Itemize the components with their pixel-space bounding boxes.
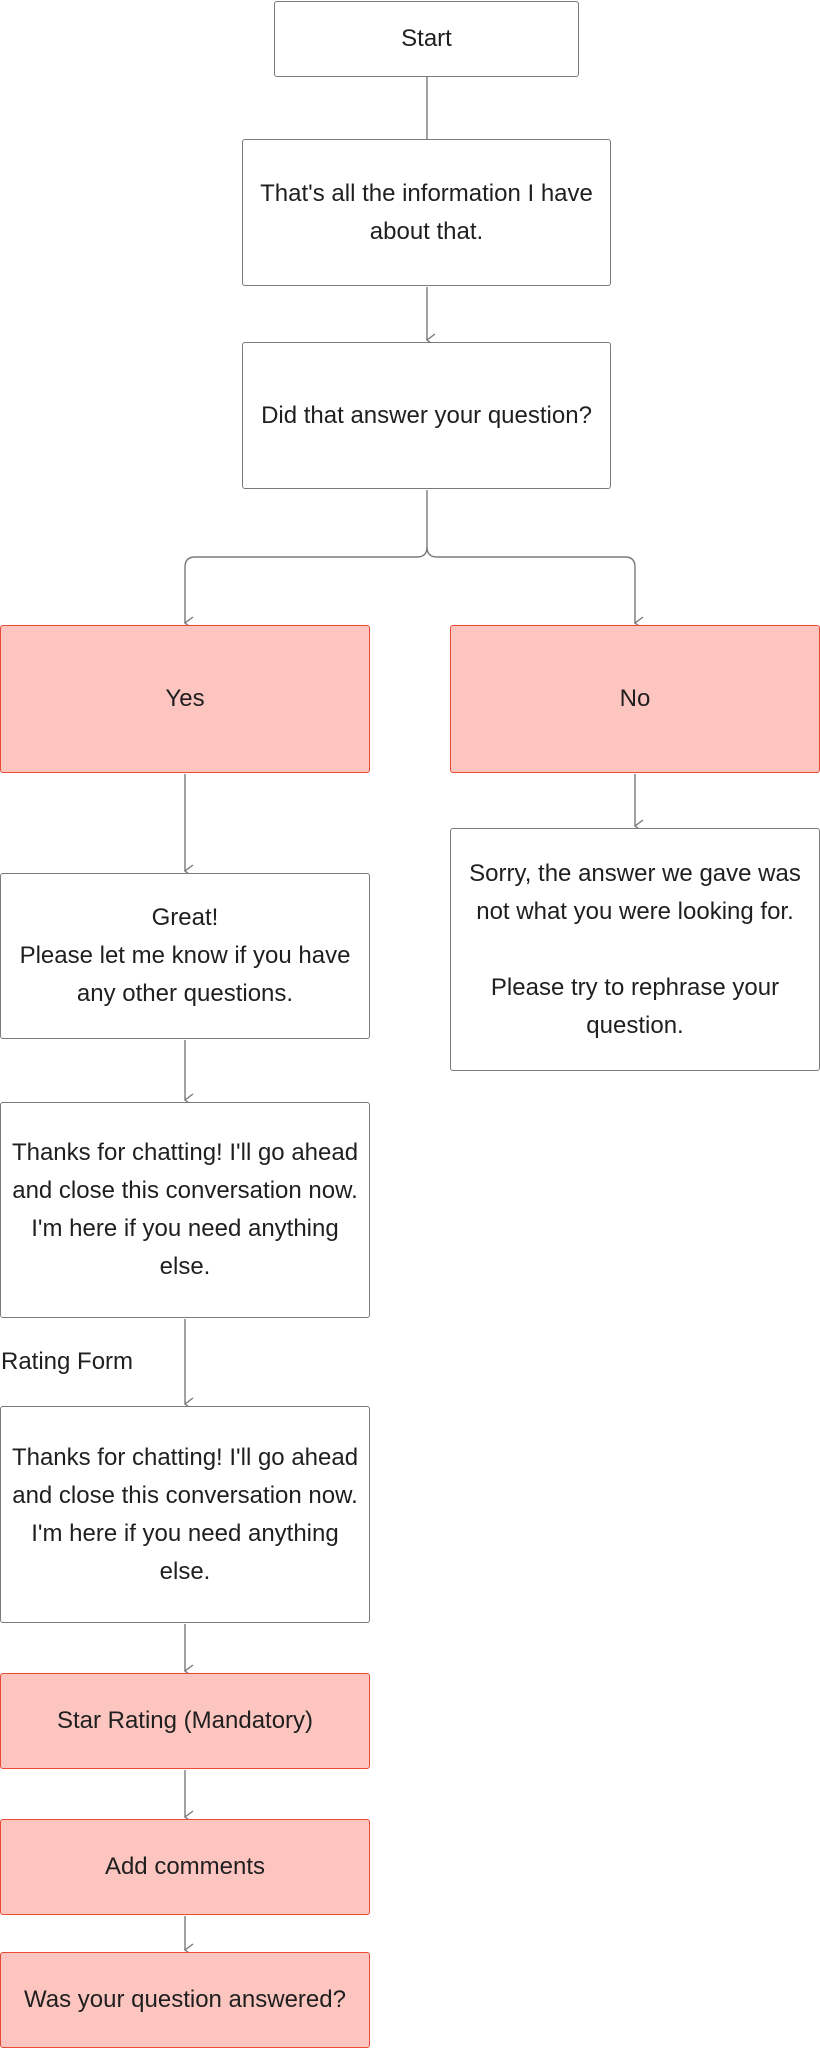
- question-node[interactable]: Did that answer your question?: [242, 342, 611, 489]
- thanks-message-node-2[interactable]: Thanks for chatting! I'll go ahead and c…: [0, 1406, 370, 1623]
- thanks-message-node-1[interactable]: Thanks for chatting! I'll go ahead and c…: [0, 1102, 370, 1318]
- sorry-message-node[interactable]: Sorry, the answer we gave was not what y…: [450, 828, 820, 1071]
- star-rating-node[interactable]: Star Rating (Mandatory): [0, 1673, 370, 1769]
- question-answered-node[interactable]: Was your question answered?: [0, 1952, 370, 2048]
- info-message-node[interactable]: That's all the information I have about …: [242, 139, 611, 286]
- yes-option-node[interactable]: Yes: [0, 625, 370, 773]
- add-comments-node[interactable]: Add comments: [0, 1819, 370, 1915]
- rating-form-label: Rating Form: [1, 1348, 134, 1375]
- great-message-node[interactable]: Great! Please let me know if you have an…: [0, 873, 370, 1039]
- connector-question-yes: [185, 490, 428, 623]
- start-node[interactable]: Start: [274, 1, 579, 77]
- connector-question-no: [426, 546, 635, 623]
- no-option-node[interactable]: No: [450, 625, 820, 773]
